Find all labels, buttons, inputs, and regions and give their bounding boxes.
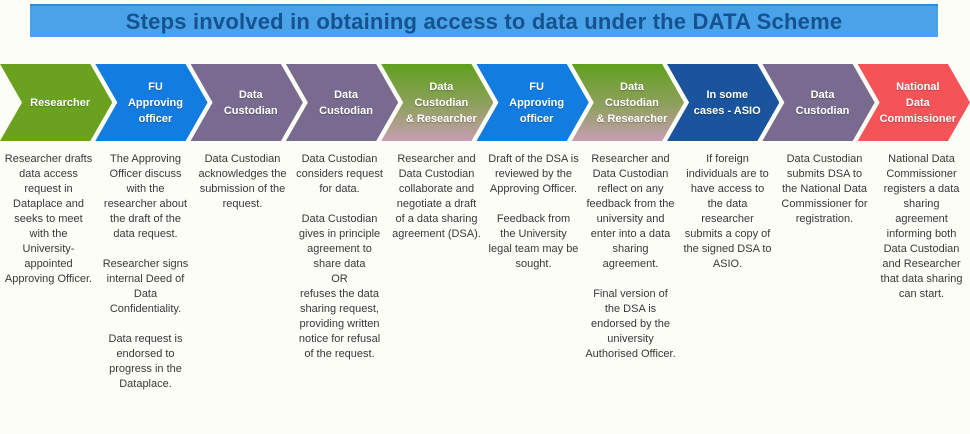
step-description-paragraph: Researcher drafts data access request in… (4, 153, 93, 285)
step-description-9: Data Custodian submits DSA to the Nation… (776, 152, 873, 227)
chevron-label-line: Custodian (605, 96, 659, 109)
step-description-2: The Approving Officer discuss with the r… (97, 152, 194, 392)
chevron-label-line: Approving (127, 96, 183, 109)
chevron-label-line: & Researcher (405, 112, 477, 125)
step-description-paragraph: Researcher signs internal Deed of Data C… (102, 258, 189, 315)
page-title: Steps involved in obtaining access to da… (125, 8, 843, 34)
chevron-label-line: Commissioner (879, 112, 957, 125)
step-description-paragraph: Data Custodian gives in principle agreem… (298, 213, 381, 360)
step-description-3: Data Custodian acknowledges the submissi… (194, 152, 291, 212)
step-description-paragraph: Final version of the DSA is endorsed by … (585, 288, 676, 360)
chevron-label-line: Data (238, 88, 263, 101)
step-description-paragraph: Data Custodian submits DSA to the Nation… (781, 153, 868, 225)
chevron-label-line: Data (810, 88, 835, 101)
chevron-label: Researcher (22, 95, 90, 111)
chevron-label-line: Researcher (30, 96, 91, 109)
step-description-paragraph: National Data Commissioner registers a d… (880, 153, 963, 300)
step-description-paragraph: Data Custodian acknowledges the submissi… (198, 153, 287, 210)
chevron-label-line: officer (138, 112, 173, 125)
chevron-label-line: Data (905, 96, 930, 109)
chevron-label: FU Approving officer (120, 79, 183, 127)
step-description-paragraph: Data Custodian considers request for dat… (296, 153, 383, 195)
step-description-paragraph: The Approving Officer discuss with the r… (103, 153, 188, 240)
chevron-label-line: officer (519, 112, 554, 125)
step-description-1: Researcher drafts data access request in… (0, 152, 97, 287)
step-description-5: Researcher and Data Custodian collaborat… (388, 152, 485, 242)
step-description-10: National Data Commissioner registers a d… (873, 152, 970, 302)
step-description-paragraph: Draft of the DSA is reviewed by the Appr… (488, 153, 579, 195)
chevron-label-line: FU (148, 80, 163, 93)
chevron-label-line: Data (334, 88, 358, 101)
chevron-label-line: FU (529, 80, 544, 93)
step-description-paragraph: Data request is endorsed to progress in … (108, 333, 183, 390)
chevron-label-line: Custodian (414, 96, 469, 109)
chevron-label-line: & Researcher (596, 112, 668, 125)
chevron-label-line: Custodian (319, 104, 373, 117)
step-description-6: Draft of the DSA is reviewed by the Appr… (485, 152, 582, 272)
chevron-label: In some cases - ASIO (686, 87, 761, 119)
chevron-label-line: Approving (509, 96, 565, 109)
chevron-label: FU Approving officer (501, 79, 564, 127)
step-description-paragraph: Researcher and Data Custodian collaborat… (392, 153, 481, 240)
step-description-8: If foreign individuals are to have acces… (679, 152, 776, 272)
chevron-step-1: Researcher (0, 64, 112, 141)
step-description-paragraph: Researcher and Data Custodian reflect on… (586, 153, 675, 270)
chevron-label-line: Custodian (795, 104, 850, 117)
step-description-paragraph: If foreign individuals are to have acces… (683, 153, 772, 270)
step-description-paragraph: Feedback from the University legal team … (488, 213, 579, 270)
step-description-7: Researcher and Data Custodian reflect on… (582, 152, 679, 362)
steps-text-row: Researcher drafts data access request in… (0, 152, 970, 392)
chevron-label-line: Data (620, 80, 644, 93)
step-description-4: Data Custodian considers request for dat… (291, 152, 388, 362)
chevron-label-line: Custodian (223, 104, 278, 117)
chevron-label-line: Data (429, 80, 454, 93)
chevron-label-line: cases - ASIO (693, 104, 761, 117)
title-bar: Steps involved in obtaining access to da… (30, 4, 938, 37)
chevron-label-line: National (896, 80, 940, 93)
chevron-label-line: In some (706, 88, 749, 101)
